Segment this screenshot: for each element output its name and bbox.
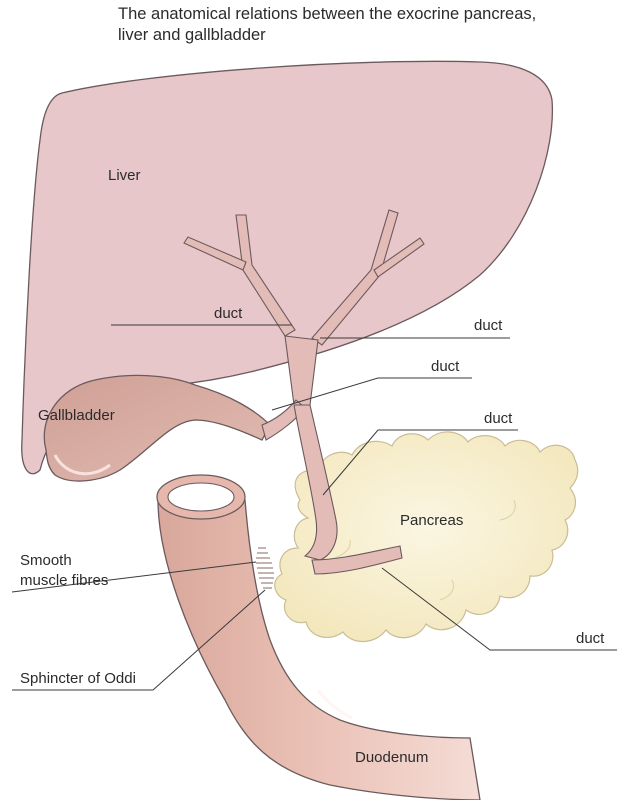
label-pancreas: Pancreas	[400, 512, 463, 529]
liver	[21, 60, 554, 475]
leader-lines	[11, 324, 617, 691]
label-duct-hepatic-right: duct	[474, 317, 503, 334]
leader-duct-cystic	[271, 377, 472, 411]
label-duct-pancreatic: duct	[576, 630, 605, 647]
label-smooth-muscle-line1: Smooth	[20, 552, 72, 569]
leader-duct-pancreatic	[381, 567, 617, 651]
label-liver: Liver	[108, 167, 141, 184]
label-duct-hepatic-left: duct	[214, 305, 243, 322]
label-gallbladder: Gallbladder	[38, 407, 115, 424]
diagram-title: The anatomical relations between the exo…	[118, 4, 608, 46]
label-duct-common-bile: duct	[484, 410, 513, 427]
smooth-muscle-fibres	[256, 547, 274, 589]
leader-sphincter	[12, 589, 266, 691]
gallbladder	[43, 374, 271, 482]
bile-duct-tree	[183, 209, 425, 575]
label-sphincter: Sphincter of Oddi	[20, 670, 136, 687]
title-line-2: liver and gallbladder	[118, 26, 266, 44]
title-line-1: The anatomical relations between the exo…	[118, 5, 537, 23]
label-smooth-muscle-line2: muscle fibres	[20, 572, 108, 589]
label-duodenum: Duodenum	[355, 749, 428, 766]
pancreas	[274, 431, 579, 643]
leader-duct-common-bile	[322, 429, 518, 496]
leader-smooth-muscle	[11, 561, 257, 593]
label-duct-cystic: duct	[431, 358, 460, 375]
duodenum	[156, 474, 481, 800]
